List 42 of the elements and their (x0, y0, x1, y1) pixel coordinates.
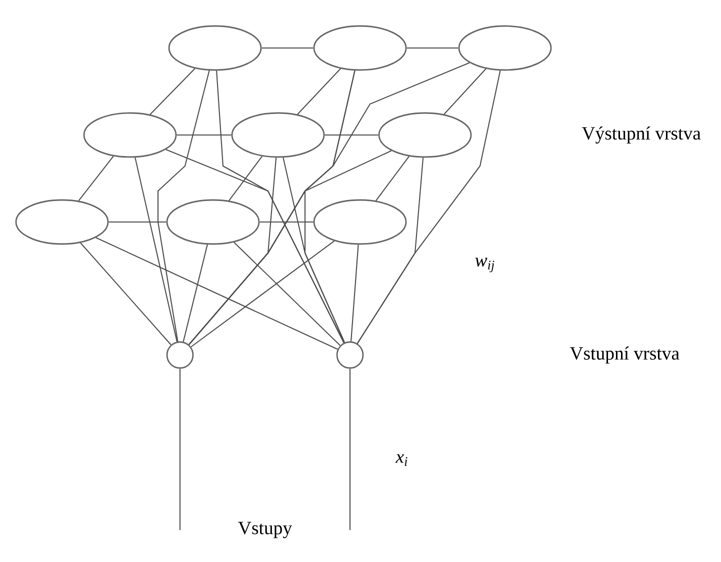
connection-line (150, 68, 196, 115)
connection-line (78, 156, 114, 202)
output-neuron (231, 112, 325, 158)
connection-line (96, 237, 338, 350)
input-line (179, 368, 181, 530)
connection-line (282, 157, 345, 343)
connection-line (228, 156, 262, 201)
connection-line (108, 221, 166, 223)
connection-line (176, 134, 232, 136)
connection-line (262, 47, 314, 49)
layer-label: Výstupní vrstva (582, 126, 701, 144)
output-neuron (83, 112, 177, 158)
output-neuron (313, 199, 407, 245)
connection-line (166, 149, 344, 343)
output-neuron (166, 199, 260, 245)
input-line (349, 368, 351, 530)
connection-line (350, 244, 359, 342)
connection-line (157, 70, 210, 342)
output-neuron (168, 25, 262, 71)
connection-line (356, 158, 424, 344)
math-label: x$_{i}$ (396, 454, 408, 466)
connection-line (324, 134, 378, 136)
layer-label: Vstupní vrstva (570, 346, 680, 364)
output-neuron (15, 199, 109, 245)
input-neuron (336, 341, 364, 369)
connection-line (80, 242, 172, 346)
connection-line (134, 157, 178, 342)
connection-line (190, 240, 335, 348)
input-neuron (166, 341, 194, 369)
connection-line (260, 221, 314, 223)
output-neuron (458, 25, 552, 71)
output-neuron (313, 25, 407, 71)
output-neuron (378, 112, 472, 158)
connection-line (297, 68, 341, 115)
math-label: w$_{ij}$ (475, 258, 494, 272)
connection-line (444, 68, 486, 115)
layer-label: Vstupy (238, 522, 292, 538)
connection-line (376, 156, 410, 201)
connection-line (234, 242, 341, 346)
connection-line (188, 150, 392, 345)
connection-line (406, 47, 458, 49)
connection-line (182, 244, 208, 342)
